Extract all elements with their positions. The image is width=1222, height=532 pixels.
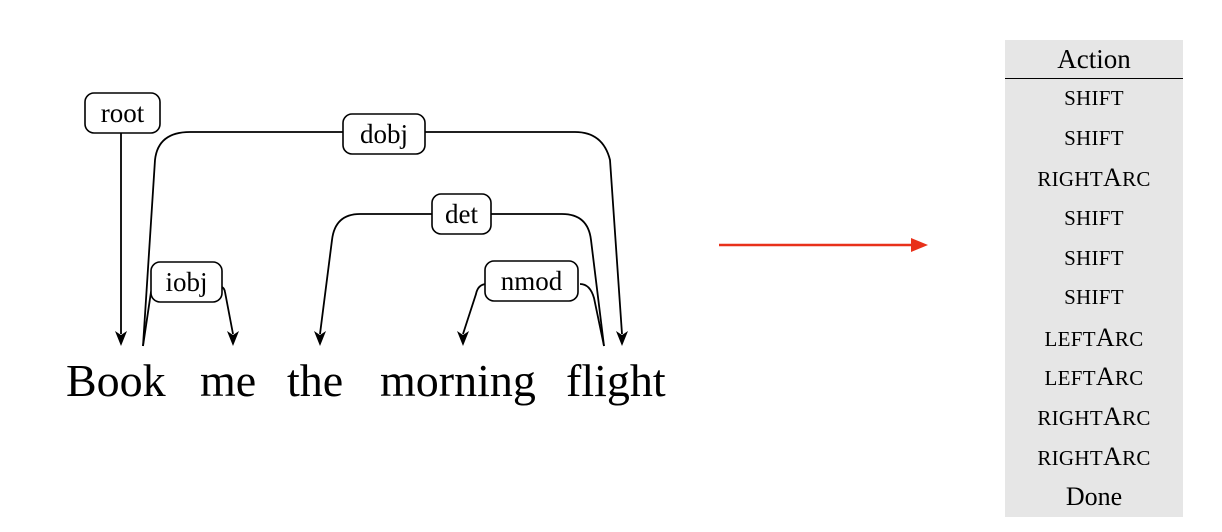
action-cell: SHIFT xyxy=(1005,278,1183,318)
action-cell: SHIFT xyxy=(1005,198,1183,238)
word-the: the xyxy=(287,355,343,406)
action-cell: RIGHTARC xyxy=(1005,159,1183,199)
action-text: RC xyxy=(1122,167,1151,192)
action-row: RIGHTARC xyxy=(1005,437,1183,477)
label-det-text: det xyxy=(445,199,478,229)
action-text: RC xyxy=(1114,366,1144,391)
action-text: A xyxy=(1102,442,1123,472)
label-root: root xyxy=(84,92,161,134)
action-text: RIGHT xyxy=(1037,167,1103,192)
action-cell: SHIFT xyxy=(1005,79,1183,119)
word-book: Book xyxy=(66,355,166,406)
action-text: SHIFT xyxy=(1064,86,1124,111)
action-row: SHIFT xyxy=(1005,238,1183,278)
action-text: SHIFT xyxy=(1064,245,1124,270)
action-cell: LEFTARC xyxy=(1005,358,1183,398)
label-root-text: root xyxy=(101,98,145,128)
label-dobj-text: dobj xyxy=(360,119,408,149)
action-row: LEFTARC xyxy=(1005,318,1183,358)
action-text: A xyxy=(1102,163,1123,193)
action-text: SHIFT xyxy=(1064,205,1124,230)
action-row: Done xyxy=(1005,477,1183,517)
action-text: RIGHT xyxy=(1037,406,1103,431)
action-cell: SHIFT xyxy=(1005,119,1183,159)
action-table-header-row: Action xyxy=(1005,40,1183,79)
label-dobj: dobj xyxy=(342,113,426,155)
action-table-header: Action xyxy=(1005,40,1183,79)
label-nmod-text: nmod xyxy=(501,266,563,296)
transition-arrow-head xyxy=(911,238,928,252)
action-text: LEFT xyxy=(1044,326,1096,351)
action-text: RIGHT xyxy=(1037,446,1103,471)
dependency-diagram: root dobj iobj det nmod Book me the morn… xyxy=(66,92,666,406)
action-row: SHIFT xyxy=(1005,278,1183,318)
action-row: SHIFT xyxy=(1005,79,1183,119)
action-row: RIGHTARC xyxy=(1005,159,1183,199)
action-text: RC xyxy=(1122,446,1151,471)
action-text: Done xyxy=(1065,481,1123,511)
action-row: SHIFT xyxy=(1005,119,1183,159)
action-cell: LEFTARC xyxy=(1005,318,1183,358)
action-text: RC xyxy=(1122,406,1151,431)
action-text: RC xyxy=(1114,326,1144,351)
action-text: SHIFT xyxy=(1064,285,1124,310)
label-det: det xyxy=(431,193,492,235)
action-cell: Done xyxy=(1005,477,1183,517)
arc-root xyxy=(115,133,127,346)
action-text: A xyxy=(1102,402,1123,432)
word-me: me xyxy=(200,355,256,406)
action-row: LEFTARC xyxy=(1005,358,1183,398)
action-row: RIGHTARC xyxy=(1005,397,1183,437)
action-cell: SHIFT xyxy=(1005,238,1183,278)
label-nmod: nmod xyxy=(484,260,579,302)
action-text: A xyxy=(1095,362,1115,392)
action-cell: RIGHTARC xyxy=(1005,397,1183,437)
action-cell: RIGHTARC xyxy=(1005,437,1183,477)
action-text: LEFT xyxy=(1044,366,1096,391)
label-iobj: iobj xyxy=(150,261,223,303)
action-row: SHIFT xyxy=(1005,198,1183,238)
transition-arrow xyxy=(719,238,928,252)
action-text: SHIFT xyxy=(1064,126,1124,151)
word-flight: flight xyxy=(566,355,666,406)
label-iobj-text: iobj xyxy=(165,267,207,297)
word-morning: morning xyxy=(380,355,536,406)
action-text: A xyxy=(1095,322,1115,352)
arc-dobj xyxy=(142,131,628,347)
